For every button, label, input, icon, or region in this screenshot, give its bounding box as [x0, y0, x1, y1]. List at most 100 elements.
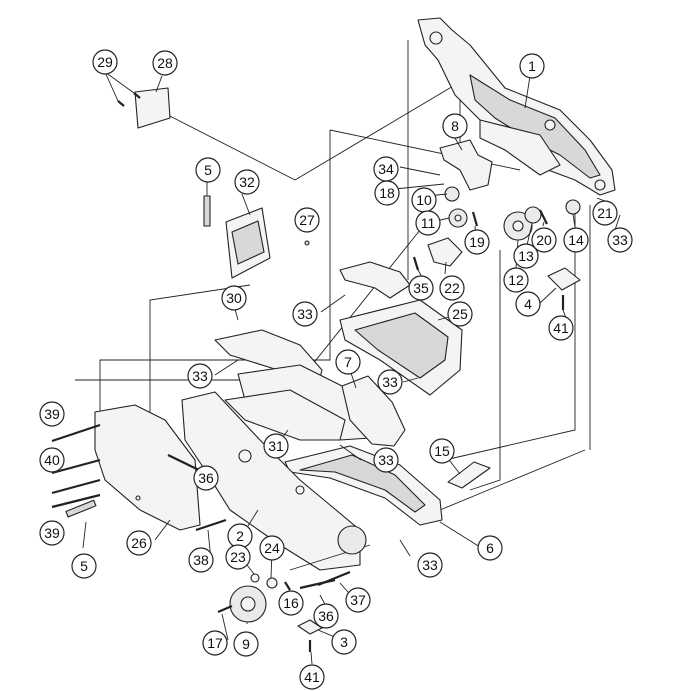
callout-5: 5	[195, 157, 221, 183]
callout-number: 15	[434, 443, 450, 459]
part-9-gear	[229, 585, 267, 623]
part-7-bracket	[341, 375, 406, 447]
callout-circle	[335, 349, 361, 375]
callout-number: 35	[413, 280, 429, 296]
part-1-main-frame	[417, 17, 616, 196]
callout-circle	[447, 301, 473, 327]
callout-number: 26	[131, 535, 147, 551]
callout-33: 33	[607, 227, 633, 253]
callout-3: 3	[331, 629, 357, 655]
callout-number: 33	[297, 306, 313, 322]
callout-33: 33	[373, 447, 399, 473]
part-27-pin	[304, 240, 310, 246]
part-5-spring-upper	[203, 182, 211, 227]
callout-number: 24	[264, 540, 280, 556]
callout-circle	[202, 630, 228, 656]
callout-38: 38	[188, 547, 214, 573]
callout-number: 25	[452, 306, 468, 322]
callout-number: 17	[207, 635, 223, 651]
callout-39: 39	[39, 401, 65, 427]
callout-5: 5	[71, 553, 97, 579]
callout-circle	[563, 227, 589, 253]
callout-circle	[548, 315, 574, 341]
part-shaft-drive	[289, 525, 371, 571]
callout-circle	[71, 553, 97, 579]
callout-31: 31	[263, 433, 289, 459]
callout-circle	[263, 433, 289, 459]
callout-circle	[126, 530, 152, 556]
callout-number: 33	[378, 452, 394, 468]
callout-number: 5	[80, 558, 88, 574]
callout-16: 16	[278, 590, 304, 616]
callout-number: 11	[421, 215, 436, 231]
callout-circle	[477, 535, 503, 561]
callout-number: 12	[508, 272, 524, 288]
part-10-gear	[444, 186, 460, 202]
callout-11: 11	[415, 210, 441, 236]
part-22-bracket	[412, 237, 463, 271]
part-15-roller	[447, 461, 491, 489]
callout-number: 38	[193, 552, 209, 568]
part-17-screw	[217, 604, 233, 614]
callout-number: 31	[268, 438, 284, 454]
callout-17: 17	[202, 630, 228, 656]
callout-circle	[299, 664, 325, 690]
callout-number: 21	[597, 205, 613, 221]
callout-number: 13	[518, 248, 534, 264]
callout-number: 39	[44, 406, 60, 422]
callout-number: 33	[382, 374, 398, 390]
callout-41: 41	[299, 664, 325, 690]
callout-number: 37	[350, 592, 366, 608]
callout-circle	[187, 363, 213, 389]
callout-9: 9	[233, 631, 259, 657]
callout-number: 2	[236, 528, 244, 544]
callout-23: 23	[225, 544, 251, 570]
callout-28: 28	[152, 50, 178, 76]
callout-2: 2	[227, 523, 253, 549]
part-5-spring-lower	[65, 499, 97, 549]
callout-number: 39	[44, 525, 60, 541]
callout-circle	[331, 629, 357, 655]
callout-circle	[513, 243, 539, 269]
part-14-gear	[565, 199, 581, 215]
callout-33: 33	[377, 369, 403, 395]
callout-8: 8	[442, 113, 468, 139]
part-3-plate	[297, 619, 323, 652]
callout-21: 21	[592, 200, 618, 226]
callout-39: 39	[39, 520, 65, 546]
callout-circle	[408, 275, 434, 301]
callout-number: 9	[242, 636, 250, 652]
callout-circle	[234, 169, 260, 195]
callout-13: 13	[513, 243, 539, 269]
callout-number: 33	[192, 368, 208, 384]
callout-number: 1	[528, 58, 536, 74]
part-20-pin	[539, 209, 548, 225]
callout-number: 16	[283, 595, 299, 611]
callout-33: 33	[417, 552, 443, 578]
callout-number: 5	[204, 162, 212, 178]
callout-circle	[464, 229, 490, 255]
callout-14: 14	[563, 227, 589, 253]
part-19-shaft	[471, 211, 479, 227]
callout-number: 41	[304, 669, 320, 685]
part-25-rail	[339, 299, 463, 396]
callout-20: 20	[531, 227, 557, 253]
callout-33: 33	[292, 301, 318, 327]
callout-27: 27	[294, 207, 320, 233]
callout-circle	[188, 547, 214, 573]
callout-number: 27	[299, 212, 315, 228]
callout-circle	[531, 227, 557, 253]
callout-24: 24	[259, 535, 285, 561]
callout-number: 7	[344, 354, 352, 370]
part-8-lever	[439, 137, 493, 191]
part-39-40-screws	[51, 423, 101, 509]
callout-circle	[417, 552, 443, 578]
callout-40: 40	[39, 447, 65, 473]
callout-number: 29	[97, 54, 113, 70]
callout-circle	[373, 447, 399, 473]
callout-number: 36	[318, 608, 334, 624]
callout-number: 6	[486, 540, 494, 556]
part-23-24-washers	[250, 573, 278, 589]
